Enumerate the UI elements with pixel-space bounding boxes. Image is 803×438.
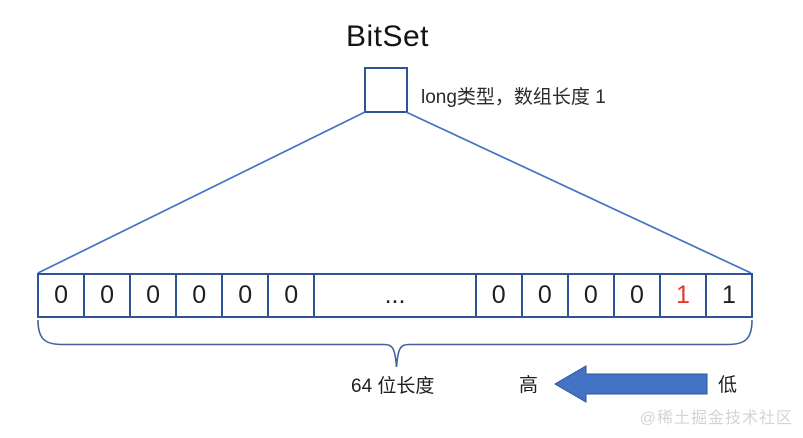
bit-cell: 0: [129, 275, 175, 316]
bit-cell: 0: [221, 275, 267, 316]
long-type-label: long类型，数组长度 1: [421, 87, 606, 108]
left-arrow-icon: [554, 365, 708, 403]
diagram-title: BitSet: [345, 20, 430, 53]
bit-cell: 0: [83, 275, 129, 316]
bit-cell: 0: [54, 281, 68, 309]
bit-cell: 0: [612, 275, 659, 316]
high-order-label: 高: [519, 375, 539, 396]
low-order-label: 低: [718, 375, 738, 396]
bit-array: 0 0 0 0 0 0 ... 0 0 0 0 1 1: [37, 273, 753, 318]
watermark: @稀土掘金技术社区: [639, 410, 793, 427]
bit-cell: 1: [704, 275, 751, 316]
bit-cell: 0: [175, 275, 221, 316]
bit-cell: 0: [566, 275, 613, 316]
expand-line-right: [405, 111, 752, 274]
ellipsis-cell: ...: [313, 275, 474, 316]
bit-cell: 0: [474, 275, 521, 316]
bit-cell: 0: [520, 275, 567, 316]
expand-line-left: [37, 111, 366, 274]
bit-cell: 0: [267, 275, 313, 316]
highlighted-bit-cell: 1: [658, 275, 705, 316]
length-label: 64 位长度: [351, 376, 435, 397]
long-element-square: [364, 67, 408, 113]
underbrace: [37, 319, 753, 368]
